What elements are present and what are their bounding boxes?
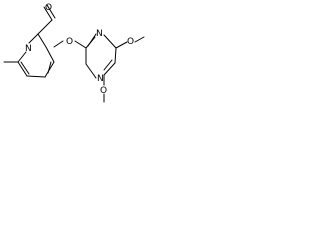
pyridine-c5-c4-bond xyxy=(26,75,46,78)
pyridine-c4-c3-bond xyxy=(44,61,55,78)
methoxy-bottom-oxygen-label: O xyxy=(100,86,107,96)
aldehyde-oxygen-label: O xyxy=(45,3,52,13)
pyridine-nitrogen-label: N xyxy=(25,44,32,54)
pyridine-c6-c5-bond xyxy=(17,61,28,77)
pyrimidine-n1-c6-bond xyxy=(103,34,117,49)
ring-ether-bond xyxy=(53,40,64,48)
ether-pyrimidine-bond xyxy=(74,40,87,49)
pyridine-c2-bridge-bond xyxy=(37,33,47,48)
pyrimidine-c4-n3-bond xyxy=(85,63,97,79)
pyrimidine-nitrogen-bottom-label: N xyxy=(97,74,104,84)
pyrimidine-c5-c4-bond xyxy=(103,62,116,76)
pyridine-inner-bond-left xyxy=(20,61,30,75)
methoxy-top-o-ch3-bond xyxy=(134,36,145,43)
pyridine-inner-bond-right xyxy=(47,61,52,74)
pyrimidine-inner-bond xyxy=(103,59,113,71)
pyridine-c2-n-bond xyxy=(28,33,39,44)
pyridine-n-c6-bond xyxy=(17,51,27,63)
pyrimidine-nitrogen-top-label: N xyxy=(96,29,103,39)
ether-oxygen-label: O xyxy=(66,37,73,47)
aldehyde-c-o-bond xyxy=(43,6,53,21)
aldehyde-c-ring-bond xyxy=(37,19,53,35)
methoxy-top-oxygen-label: O xyxy=(127,37,134,47)
pyrimidine-c6-c5-bond xyxy=(114,47,117,64)
atom-labels: O N O N N O O xyxy=(25,3,134,96)
pyridine-c3-c2-bond xyxy=(45,46,55,63)
aldehyde-c-o-double-bond xyxy=(46,4,56,19)
pyrimidine-c2-n1-double-bond xyxy=(87,33,97,47)
methoxy-top-c-o-bond xyxy=(115,41,128,49)
chemical-structure: O N O N N O O xyxy=(3,3,145,103)
bond-lines xyxy=(3,4,145,103)
